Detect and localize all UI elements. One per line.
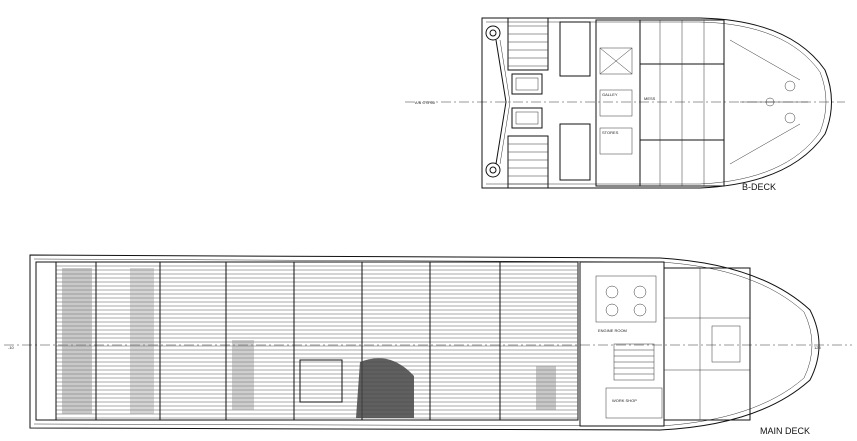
b-deck-room-label: GALLEY [602,92,618,97]
frame-number-fwd: 125 [814,345,821,350]
b-deck-plan: A B C D 65 GALLEY STORES MESS B-DECK [405,17,845,192]
main-deck-plan: ENGINE ROOM WORK SHOP -10 125 MAIN DECK [4,254,852,436]
main-deck-title: MAIN DECK [760,426,810,436]
frame-number-aft: -10 [8,345,15,350]
deck-planking [56,265,578,419]
b-deck-room-label: STORES [602,130,619,135]
main-deck-room-label: WORK SHOP [612,398,637,403]
main-deck-room-label: ENGINE ROOM [598,328,627,333]
b-deck-frame-reference: A B C D 65 [415,100,436,105]
b-deck-room-label: MESS [644,96,656,101]
b-deck-title: B-DECK [742,182,776,192]
